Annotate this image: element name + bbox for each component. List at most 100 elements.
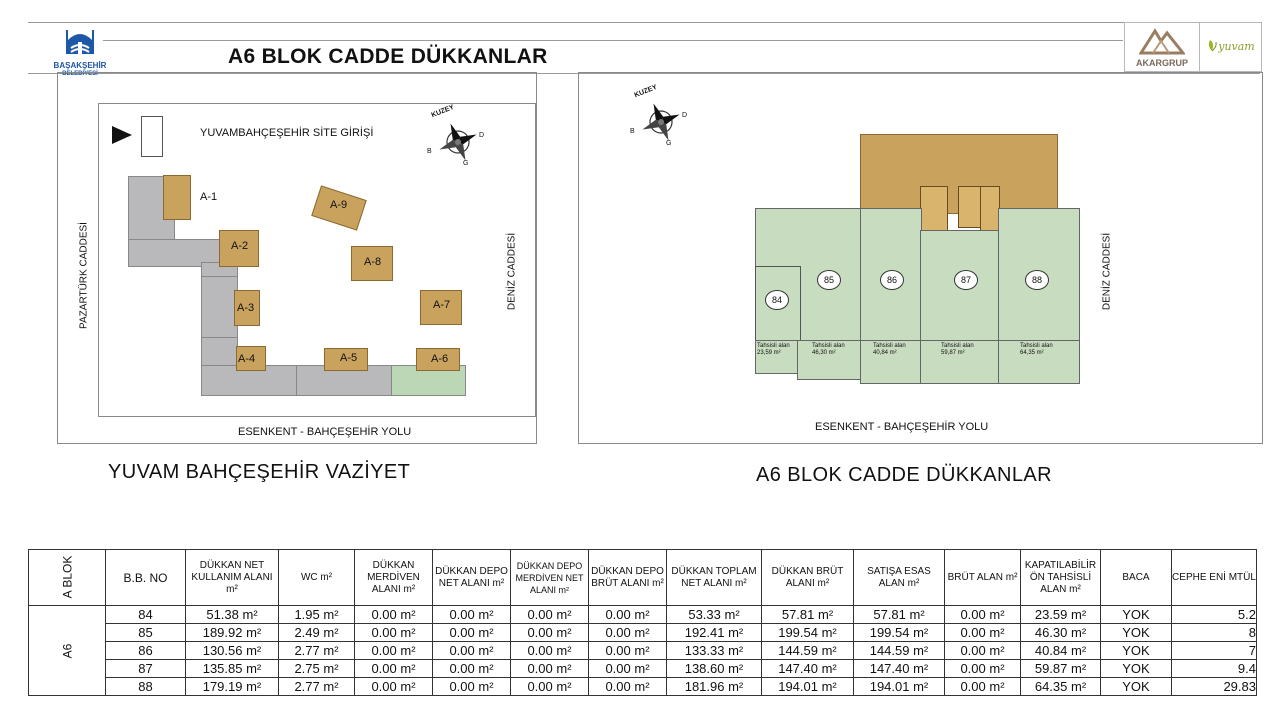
- block-label: A-4: [238, 353, 256, 365]
- municipality-sub: BELEDİYESİ: [62, 71, 98, 77]
- table-cell: 0.00 m²: [354, 677, 433, 696]
- alloc-label: Tahsisli alan 59,87 m²: [941, 343, 974, 357]
- yuvam-leaf-logo-icon: [1208, 40, 1217, 52]
- compass-west-label: B: [427, 148, 432, 155]
- table-cell: 0.00 m²: [588, 605, 667, 624]
- shop-number-badge: 88: [1025, 270, 1049, 290]
- table-row: A6 84 51.38 m² 1.95 m² 0.00 m² 0.00 m² 0…: [28, 605, 1257, 696]
- alloc-label-value: 59,87 m²: [941, 350, 965, 356]
- table-cell: 0.00 m²: [944, 641, 1021, 660]
- table-header-cell: KAPATILABİLİR ÖN TAHSİSLİ ALAN m²: [1020, 549, 1101, 606]
- core-elevator: [958, 186, 982, 228]
- table-cell: 40.84 m²: [1020, 641, 1101, 660]
- compass-south-label: G: [666, 140, 672, 147]
- table-header-cell: DÜKKAN DEPO BRÜT ALANI m²: [588, 549, 667, 606]
- floor-bottom-street-label: ESENKENT - BAHÇEŞEHİR YOLU: [815, 421, 989, 433]
- table-cell: 87: [105, 659, 186, 678]
- shop-area-table: A BLOK B.B. NO DÜKKAN NET KULLANIM ALANI…: [28, 549, 1257, 696]
- block-a1: [163, 175, 191, 220]
- bottom-street-label: ESENKENT - BAHÇEŞEHİR YOLU: [238, 426, 412, 438]
- table-cell: 138.60 m²: [666, 659, 762, 678]
- block-label: A-5: [340, 352, 358, 364]
- table-cell: 2.77 m²: [278, 677, 355, 696]
- alloc-label-text: Tahsisli alan: [757, 343, 790, 349]
- table-row: 86 130.56 m² 2.77 m² 0.00 m² 0.00 m² 0.0…: [29, 641, 1257, 660]
- table-header-cell: DÜKKAN BRÜT ALANI m²: [761, 549, 854, 606]
- block-a6: [416, 348, 460, 371]
- table-cell: YOK: [1100, 605, 1172, 624]
- floor-plan-caption: A6 BLOK CADDE DÜKKANLAR: [756, 464, 1052, 486]
- block-label: A-2: [231, 240, 249, 252]
- shop-number-badge: 84: [765, 290, 789, 310]
- table-cell: 2.75 m²: [278, 659, 355, 678]
- site-plan-panel: [57, 72, 537, 444]
- block-value: A6: [60, 643, 74, 658]
- table-cell: 0.00 m²: [432, 641, 511, 660]
- site-plan-caption: YUVAM BAHÇEŞEHİR VAZİYET: [108, 461, 411, 483]
- table-cell: 5.2: [1171, 605, 1257, 624]
- yuvam-logo: yuvam: [1199, 22, 1262, 72]
- table-cell: 133.33 m²: [666, 641, 762, 660]
- table-header-cell: CEPHE ENİ MTÜL: [1171, 549, 1257, 606]
- table-cell: 0.00 m²: [354, 605, 433, 624]
- alloc-area-87: [920, 340, 1000, 384]
- akargrup-name: AKARGRUP: [1135, 58, 1188, 68]
- mosque-emblem-icon: [66, 30, 94, 54]
- block-label: A-7: [433, 299, 451, 311]
- table-cell: 194.01 m²: [761, 677, 854, 696]
- alloc-label-text: Tahsisli alan: [812, 343, 845, 349]
- table-cell: 57.81 m²: [761, 605, 854, 624]
- table-cell: 2.77 m²: [278, 641, 355, 660]
- block-col-header: A BLOK: [59, 555, 74, 598]
- alloc-label: Tahsisli alan 40,84 m²: [873, 343, 906, 357]
- table-cell: 147.40 m²: [761, 659, 854, 678]
- table-cell: 181.96 m²: [666, 677, 762, 696]
- shop-number-badge: 87: [954, 270, 978, 290]
- table-cell: 0.00 m²: [588, 677, 667, 696]
- floor-compass: KUZEY D G B: [628, 84, 698, 148]
- alloc-label-value: 23,59 m²: [757, 350, 781, 356]
- table-cell: 0.00 m²: [432, 623, 511, 642]
- table-header-cell: DÜKKAN TOPLAM NET ALANI m²: [666, 549, 762, 606]
- alloc-area-88: [998, 340, 1080, 384]
- table-cell: 0.00 m²: [588, 641, 667, 660]
- table-cell: YOK: [1100, 677, 1172, 696]
- floor-plan-panel: [578, 72, 1263, 444]
- table-cell: 144.59 m²: [761, 641, 854, 660]
- table-header-cell: BACA: [1100, 549, 1172, 606]
- table-cell: 8: [1171, 623, 1257, 642]
- compass-rose-icon: [642, 103, 680, 141]
- table-cell: 199.54 m²: [853, 623, 945, 642]
- table-cell: 64.35 m²: [1020, 677, 1101, 696]
- block-label: A-8: [364, 256, 382, 268]
- table-cell: 29.83: [1171, 677, 1257, 696]
- table-header-cell: SATIŞA ESAS ALAN m²: [853, 549, 945, 606]
- table-cell: 85: [105, 623, 186, 642]
- yuvam-name: yuvam: [1218, 40, 1255, 53]
- table-cell: 46.30 m²: [1020, 623, 1101, 642]
- table-cell: 0.00 m²: [510, 659, 589, 678]
- table-cell: 84: [105, 605, 186, 624]
- entrance-arrow-icon: [112, 126, 132, 144]
- right-street-label: DENİZ CADDESİ: [506, 232, 518, 311]
- compass-rose-icon: [439, 123, 477, 161]
- left-street-label: PAZARTÜRK CADDESİ: [78, 222, 90, 329]
- table-cell: 144.59 m²: [853, 641, 945, 660]
- block-a8: [351, 246, 393, 281]
- table-cell: 0.00 m²: [588, 659, 667, 678]
- site-compass: KUZEY D G B: [425, 104, 495, 168]
- alloc-label-value: 46,30 m²: [812, 350, 836, 356]
- table-cell: 9.4: [1171, 659, 1257, 678]
- table-header-cell: DÜKKAN DEPO NET ALANI m²: [432, 549, 511, 606]
- table-cell: 51.38 m²: [185, 605, 279, 624]
- block-a7: [420, 290, 462, 325]
- table-cell: 0.00 m²: [944, 677, 1021, 696]
- block-label: A-3: [237, 302, 255, 314]
- table-cell: 192.41 m²: [666, 623, 762, 642]
- table-cell: 0.00 m²: [432, 677, 511, 696]
- table-cell: 0.00 m²: [944, 623, 1021, 642]
- floor-right-street-label: DENİZ CADDESİ: [1101, 232, 1113, 311]
- table-cell: 135.85 m²: [185, 659, 279, 678]
- table-cell: 0.00 m²: [354, 641, 433, 660]
- site-entrance-label: YUVAMBAHÇEŞEHİR SİTE GİRİŞİ: [200, 127, 374, 139]
